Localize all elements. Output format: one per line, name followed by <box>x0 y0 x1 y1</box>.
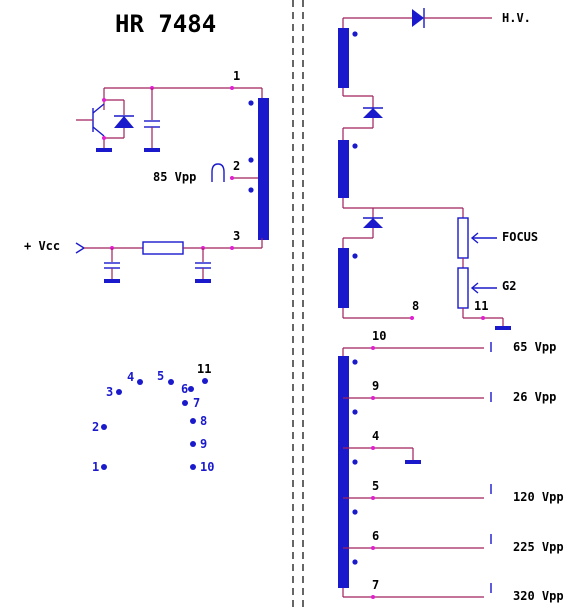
pin11-ground-icon <box>495 326 511 330</box>
primary-pin-3: 3 <box>233 229 240 243</box>
transistor-symbol <box>76 88 112 152</box>
aux-winding <box>338 348 358 597</box>
pinout-label: 10 <box>200 460 214 474</box>
g2-label: G2 <box>502 279 516 293</box>
aux-tap-10: 10 65 Vpp <box>343 329 556 354</box>
pinout-dot <box>190 464 196 470</box>
cascade-diode-1-icon <box>363 108 383 118</box>
hv-secondary: H.V. 8 <box>338 8 538 330</box>
aux-pulse-label: 320 Vpp <box>513 589 564 603</box>
hv-diode-icon <box>412 9 424 27</box>
secondary-pin-11: 11 <box>474 299 488 313</box>
aux-pin-label: 7 <box>372 578 379 592</box>
aux-pulse-label: 120 Vpp <box>513 490 564 504</box>
pinout-dot <box>116 389 122 395</box>
vcc-label: + Vcc <box>24 239 60 253</box>
hv-winding-1 <box>338 28 349 88</box>
aux-pin-label: 9 <box>372 379 379 393</box>
vcc-resistor <box>142 241 184 255</box>
pinout-label: 3 <box>106 385 113 399</box>
primary-pin-1: 1 <box>233 69 240 83</box>
aux-pin-label: 10 <box>372 329 386 343</box>
pinout-dot <box>202 378 208 384</box>
pinout-label: 6 <box>181 382 188 396</box>
aux-pin-label: 5 <box>372 479 379 493</box>
pinout-dot <box>168 379 174 385</box>
hv-winding-2 <box>338 140 349 198</box>
pinout-dot <box>182 400 188 406</box>
aux-pin-label: 6 <box>372 529 379 543</box>
aux-tap-7: 7 320 Vpp <box>343 578 564 603</box>
pulse-85-label: 85 Vpp <box>153 170 196 184</box>
vcc-arrow-icon <box>75 242 86 254</box>
pinout-label: 4 <box>127 370 134 384</box>
damper-diode <box>102 98 134 140</box>
pinout-label: 5 <box>157 369 164 383</box>
pinout-dot <box>188 386 194 392</box>
g2-potentiometer <box>457 267 469 309</box>
aux-tap-4: 4 <box>343 429 421 464</box>
pinout-dot <box>137 379 143 385</box>
pinout-dot <box>190 441 196 447</box>
aux-pulse-label: 26 Vpp <box>513 390 556 404</box>
pinout-label: 9 <box>200 437 207 451</box>
primary-pin-2: 2 <box>233 159 240 173</box>
aux-pin-label: 4 <box>372 429 379 443</box>
aux-tap-9: 9 26 Vpp <box>343 379 556 404</box>
pinout-dot <box>190 418 196 424</box>
aux-tap-5: 5 120 Vpp <box>343 479 564 504</box>
cascade-diode-2-icon <box>363 218 383 228</box>
primary-winding <box>258 98 269 240</box>
hv-label: H.V. <box>502 11 531 25</box>
aux-outputs: 10 65 Vpp 9 26 Vpp 4 5 120 Vpp 6 225 Vpp 7 320 Vpp <box>343 329 564 603</box>
aux-ground-icon <box>405 460 421 464</box>
diagram-title: HR 7484 <box>115 10 216 38</box>
pinout-label: 7 <box>193 396 200 410</box>
pinout-label: 2 <box>92 420 99 434</box>
pinout-label: 8 <box>200 414 207 428</box>
pinout-label: 11 <box>197 362 211 376</box>
focus-potentiometer <box>457 217 469 259</box>
aux-pulse-label: 65 Vpp <box>513 340 556 354</box>
aux-tap-6: 6 225 Vpp <box>343 529 564 554</box>
pinout-diagram: 1 2 34 5 678 9 10 11 <box>92 362 214 474</box>
primary-circuit: 1 2 3 85 Vpp + Vcc <box>24 69 269 283</box>
secondary-pin-8: 8 <box>412 299 419 313</box>
pinout-dot <box>101 464 107 470</box>
positive-pulse-icon <box>211 163 225 182</box>
hv-winding-3 <box>338 248 349 308</box>
aux-winding-bar <box>338 356 349 588</box>
aux-pulse-label: 225 Vpp <box>513 540 564 554</box>
focus-label: FOCUS <box>502 230 538 244</box>
pinout-dot <box>101 424 107 430</box>
flyback-capacitor <box>144 88 160 152</box>
pinout-label: 1 <box>92 460 99 474</box>
